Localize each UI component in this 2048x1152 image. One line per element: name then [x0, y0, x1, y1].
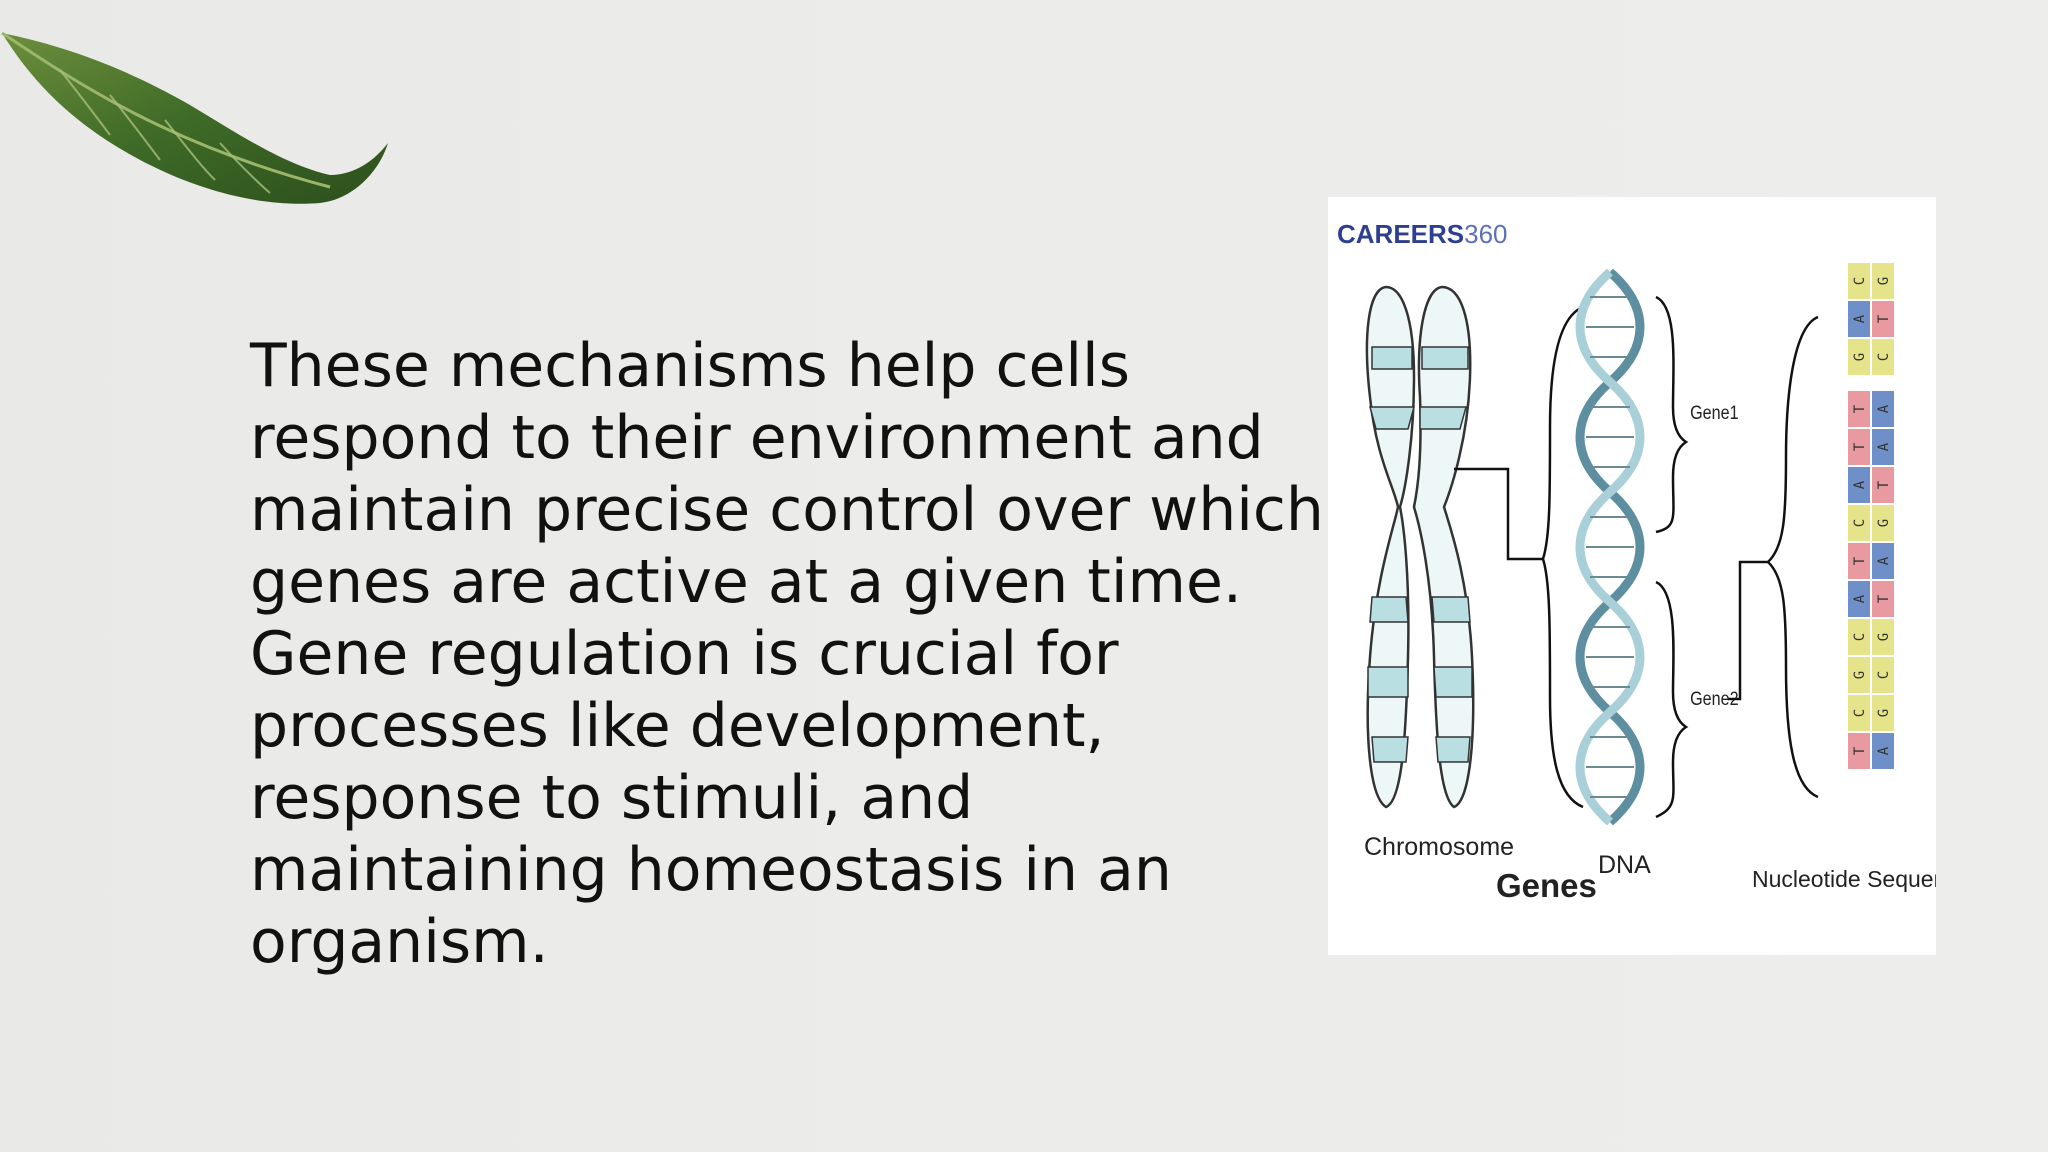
base-letter: C: [1852, 277, 1868, 285]
base-letter: G: [1876, 633, 1892, 641]
base-letter: G: [1876, 277, 1892, 285]
base-letter: C: [1852, 633, 1868, 641]
base-letter: A: [1876, 556, 1892, 565]
base-letter: G: [1852, 353, 1868, 361]
base-cell: [1848, 263, 1870, 299]
base-cell: [1872, 339, 1894, 375]
base-letter: C: [1876, 671, 1892, 679]
genes-label: Genes: [1496, 867, 1597, 904]
gene-diagram-svg: CAREERS360 Gene1 Gene2: [1337, 219, 1936, 904]
base-letter: C: [1852, 709, 1868, 717]
gene1-label: Gene1: [1690, 402, 1738, 424]
base-letter: T: [1876, 594, 1892, 603]
base-cell: [1848, 429, 1870, 465]
chromosome-icon: [1365, 285, 1475, 809]
base-letter: A: [1876, 404, 1892, 413]
gene-diagram: CAREERS360 Gene1 Gene2: [1328, 197, 1936, 955]
base-cell: [1872, 733, 1894, 769]
base-letter: A: [1852, 480, 1868, 489]
base-letter: G: [1852, 671, 1868, 679]
base-letter: A: [1852, 314, 1868, 323]
base-letter: A: [1852, 594, 1868, 603]
base-cell: [1848, 619, 1870, 655]
chromosome-label: Chromosome: [1364, 833, 1514, 861]
base-cell: [1872, 263, 1894, 299]
base-cell: [1848, 657, 1870, 693]
base-cell: [1872, 467, 1894, 503]
base-cell: [1848, 467, 1870, 503]
base-cell: [1872, 657, 1894, 693]
base-cell: [1848, 733, 1870, 769]
base-letter: T: [1852, 442, 1868, 451]
nucleotide-label: Nucleotide Sequences: [1752, 866, 1936, 892]
leaf-icon: [1, 31, 388, 204]
brand-text: CAREERS360: [1337, 219, 1508, 249]
dna-label: DNA: [1598, 851, 1651, 879]
base-letter: C: [1876, 353, 1892, 361]
base-cell: [1848, 543, 1870, 579]
base-cell: [1872, 695, 1894, 731]
base-cell: [1848, 581, 1870, 617]
body-paragraph: These mechanisms help cells respond to t…: [250, 331, 1324, 977]
base-letter: A: [1876, 442, 1892, 451]
base-cell: [1848, 391, 1870, 427]
base-letter: T: [1876, 314, 1892, 323]
gene2-label: Gene2: [1690, 688, 1738, 710]
base-cell: [1872, 429, 1894, 465]
base-cell: [1872, 505, 1894, 541]
base-cell: [1872, 619, 1894, 655]
base-letter: C: [1852, 519, 1868, 527]
base-cell: [1848, 301, 1870, 337]
base-letter: T: [1876, 480, 1892, 489]
base-letter: G: [1876, 519, 1892, 527]
base-cell: [1872, 301, 1894, 337]
base-letter: T: [1852, 556, 1868, 565]
base-cell: [1872, 581, 1894, 617]
base-cell: [1848, 505, 1870, 541]
base-cell: [1872, 543, 1894, 579]
base-cell: [1872, 391, 1894, 427]
brand-number: 360: [1464, 219, 1507, 249]
base-cell: [1848, 695, 1870, 731]
base-letter: T: [1852, 404, 1868, 413]
brand-main: CAREERS: [1337, 219, 1464, 249]
base-letter: T: [1852, 746, 1868, 755]
dna-helix-icon: [1575, 268, 1645, 826]
base-letter: G: [1876, 709, 1892, 717]
base-letter: A: [1876, 746, 1892, 755]
base-cell: [1848, 339, 1870, 375]
